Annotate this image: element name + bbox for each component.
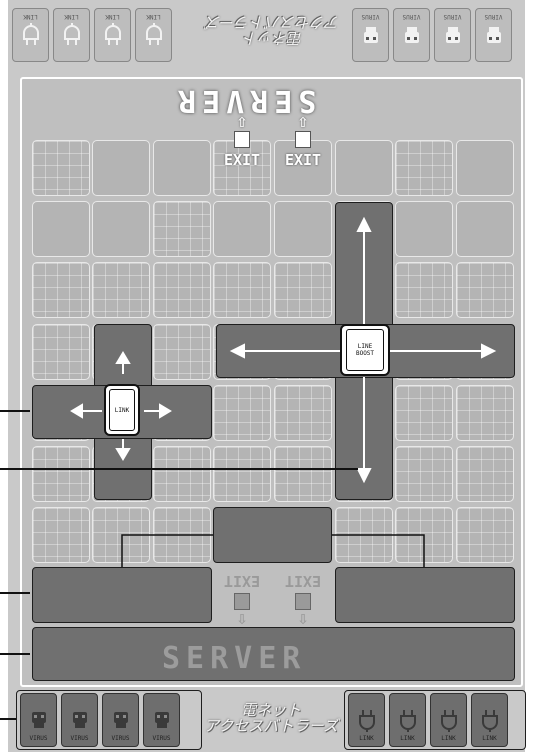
skull-icon <box>28 709 50 731</box>
link-card-label: LINK <box>349 735 384 742</box>
title-line-1: 電ネット <box>196 702 346 718</box>
virus-card-label: VIRUS <box>21 735 56 742</box>
virus-card-label: VIRUS <box>144 735 179 742</box>
link-card-label: LINK <box>136 13 171 20</box>
virus-card[interactable]: VIRUS <box>102 693 139 747</box>
virus-card[interactable]: VIRUS <box>434 8 471 62</box>
virus-card[interactable]: VIRUS <box>143 693 180 747</box>
leader-line <box>0 718 16 720</box>
link-piece-label: LINK <box>115 407 129 414</box>
skull-icon <box>110 709 132 731</box>
plug-icon <box>439 708 459 732</box>
plug-icon <box>62 23 82 47</box>
leader-line <box>0 592 30 594</box>
link-card-label: LINK <box>54 13 89 20</box>
leader-line <box>0 468 358 470</box>
line-boost-piece[interactable]: LINE BOOST <box>340 324 390 376</box>
title-line-1: 電ネット <box>198 30 348 46</box>
bottom-virus-tray: VIRUS VIRUS VIRUS VIRUS <box>20 693 180 747</box>
virus-card-label: VIRUS <box>435 13 470 20</box>
top-virus-tray: VIRUS VIRUS VIRUS <box>352 8 512 62</box>
virus-card-label: VIRUS <box>62 735 97 742</box>
top-link-tray: LINK LINK LINK LINK <box>12 8 172 62</box>
skull-icon <box>401 24 423 46</box>
title-line-2: アクセスバトラーズ <box>196 718 346 734</box>
link-card[interactable]: LINK <box>53 8 90 62</box>
virus-card-label: VIRUS <box>353 13 388 20</box>
plug-icon <box>21 23 41 47</box>
line-boost-label-line1: LINE <box>358 343 372 350</box>
skull-icon <box>442 24 464 46</box>
link-card[interactable]: LINK <box>12 8 49 62</box>
top-game-title: 電ネット アクセスバトラーズ <box>198 14 348 46</box>
virus-card-label: VIRUS <box>476 13 511 20</box>
link-card-label: LINK <box>95 13 130 20</box>
move-arrows <box>22 79 525 689</box>
play-field: SERVER ⇧ EXIT ⇧ EXIT ⇧ EXIT ⇧ EXIT SERVE… <box>20 77 523 687</box>
skull-icon <box>69 709 91 731</box>
plug-icon <box>144 23 164 47</box>
line-boost-label-line2: BOOST <box>356 350 374 357</box>
virus-card[interactable]: VIRUS <box>20 693 57 747</box>
link-card-label: LINK <box>390 735 425 742</box>
virus-card[interactable]: VIRUS <box>352 8 389 62</box>
link-card[interactable]: LINK <box>430 693 467 747</box>
plug-icon <box>103 23 123 47</box>
link-card-label: LINK <box>13 13 48 20</box>
bottom-game-title: 電ネット アクセスバトラーズ <box>196 702 346 734</box>
skull-icon <box>483 24 505 46</box>
bottom-link-tray: LINK LINK LINK LINK <box>348 693 508 747</box>
link-card-label: LINK <box>431 735 466 742</box>
virus-card[interactable]: VIRUS <box>61 693 98 747</box>
plug-icon <box>357 708 377 732</box>
leader-line <box>0 410 30 412</box>
virus-card[interactable]: VIRUS <box>393 8 430 62</box>
plug-icon <box>480 708 500 732</box>
link-piece[interactable]: LINK <box>104 384 140 436</box>
skull-icon <box>151 709 173 731</box>
virus-card-label: VIRUS <box>394 13 429 20</box>
link-card-label: LINK <box>472 735 507 742</box>
link-card[interactable]: LINK <box>348 693 385 747</box>
virus-card-label: VIRUS <box>103 735 138 742</box>
leader-line <box>0 653 30 655</box>
link-card[interactable]: LINK <box>389 693 426 747</box>
link-card[interactable]: LINK <box>471 693 508 747</box>
skull-icon <box>360 24 382 46</box>
virus-card[interactable]: VIRUS <box>475 8 512 62</box>
title-line-2: アクセスバトラーズ <box>198 14 348 30</box>
link-card[interactable]: LINK <box>94 8 131 62</box>
link-card[interactable]: LINK <box>135 8 172 62</box>
plug-icon <box>398 708 418 732</box>
